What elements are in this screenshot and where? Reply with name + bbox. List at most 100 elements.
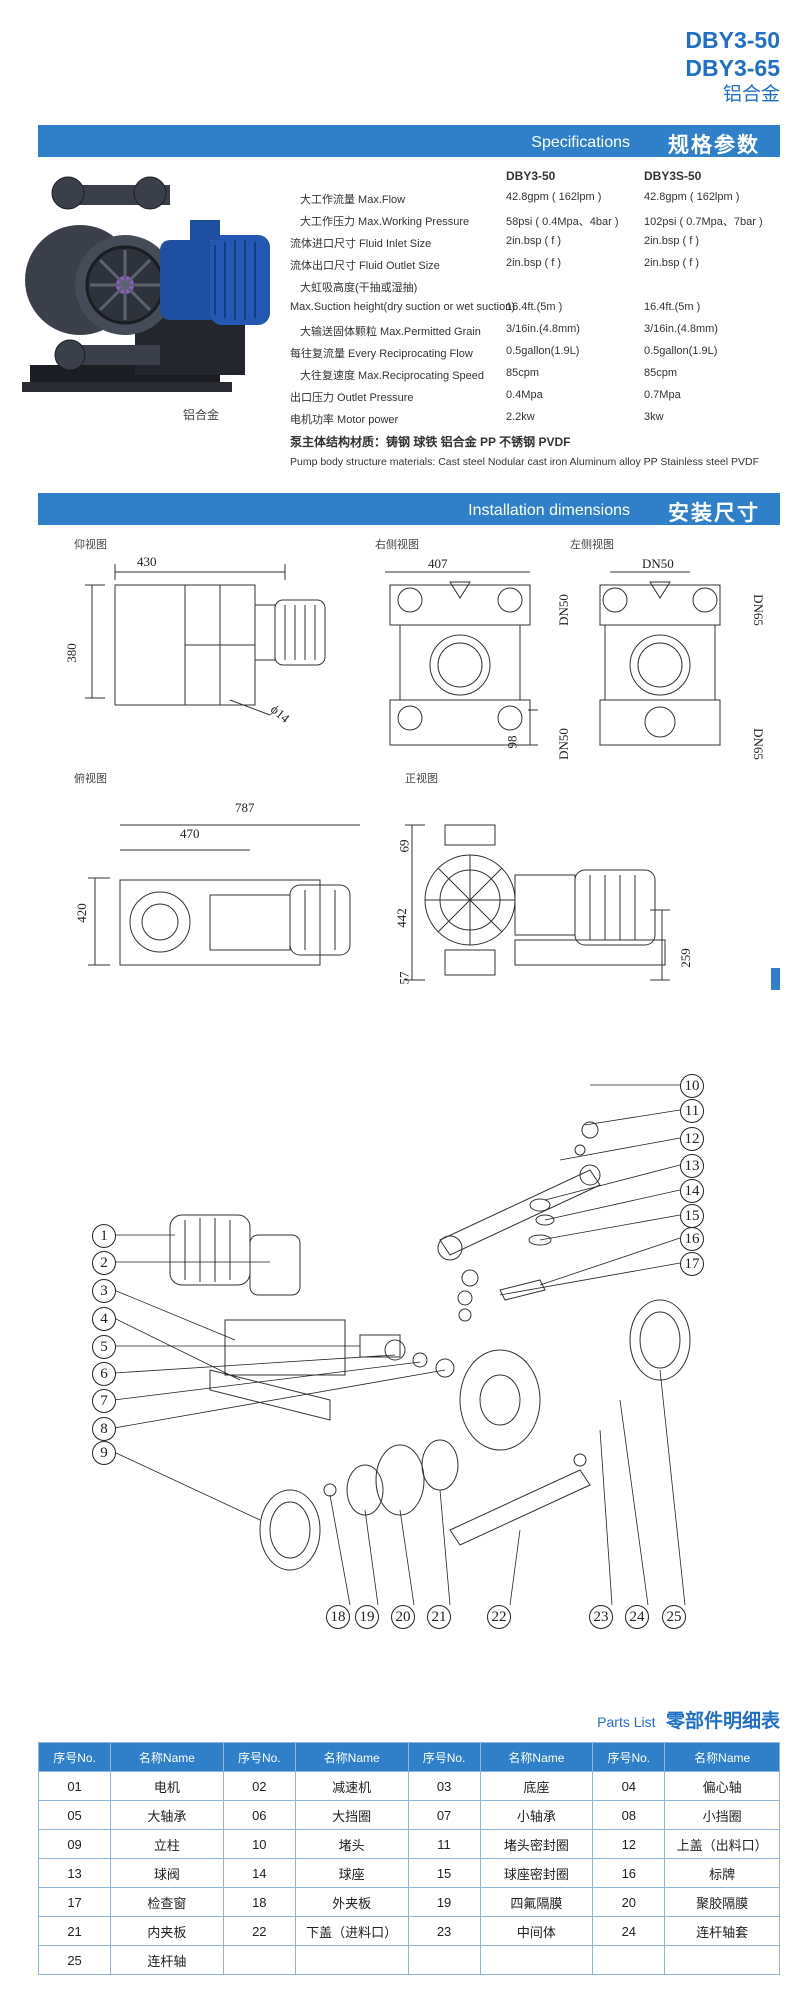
part-no: 10 xyxy=(222,1829,296,1859)
part-no: 16 xyxy=(592,1858,666,1888)
spec-label: 出口压力 Outlet Pressure xyxy=(290,392,414,404)
spec-row: 电机功率 Motor power 2.2kw 3kw xyxy=(290,408,780,428)
part-name xyxy=(294,1945,409,1975)
spec-value-b: 42.8gpm ( 162lpm ) xyxy=(644,191,740,203)
view-label-top: 俯视图 xyxy=(74,773,107,785)
part-no: 01 xyxy=(37,1771,112,1801)
part-no: 03 xyxy=(407,1771,481,1801)
material-label: 铝合金 xyxy=(722,84,780,105)
pump-photo xyxy=(22,176,270,392)
part-name: 立柱 xyxy=(110,1829,224,1859)
part-number-3: 3 xyxy=(92,1279,116,1303)
dim-57: 57 xyxy=(396,971,412,985)
spec-row: 每往复流量 Every Reciprocating Flow 0.5gallon… xyxy=(290,342,780,362)
part-name: 堵头密封圈 xyxy=(479,1829,594,1859)
part-name: 小挡圈 xyxy=(664,1800,780,1830)
part-name: 下盖（进料口） xyxy=(294,1916,409,1946)
dim-470: 470 xyxy=(180,826,200,841)
spec-label: 流体出口尺寸 Fluid Outlet Size xyxy=(290,260,440,272)
part-number-12: 12 xyxy=(680,1127,704,1151)
back-view-drawing xyxy=(85,564,326,716)
part-name: 球座 xyxy=(294,1858,409,1888)
header-name: 名称Name xyxy=(479,1742,594,1772)
spec-row: 大工作压力 Max.Working Pressure 58psi ( 0.4Mp… xyxy=(290,210,780,230)
part-number-16: 16 xyxy=(680,1227,704,1251)
spec-value-a: 0.4Mpa xyxy=(506,389,543,401)
dim-dn50-top: DN50 xyxy=(642,556,674,571)
spec-label: 大工作流量 Max.Flow xyxy=(300,194,406,206)
spec-value-b: 2in.bsp ( f ) xyxy=(644,235,700,247)
part-number-23: 23 xyxy=(589,1605,613,1629)
part-name: 聚胶隔膜 xyxy=(664,1887,780,1917)
header-no: 序号No. xyxy=(37,1742,112,1772)
left-view-drawing xyxy=(599,571,721,746)
spec-value-b: 16.4ft.(5m ) xyxy=(644,301,701,313)
part-no: 19 xyxy=(407,1887,481,1917)
part-number-11: 11 xyxy=(680,1099,704,1123)
parts-table: 序号No. 名称Name 序号No. 名称Name 序号No. 名称Name 序… xyxy=(37,1742,780,1975)
dim-787: 787 xyxy=(235,800,255,815)
part-name: 大轴承 xyxy=(110,1800,224,1830)
part-no: 25 xyxy=(37,1945,112,1975)
parts-list-title-en: Parts List xyxy=(597,1714,656,1730)
part-number-24: 24 xyxy=(625,1605,649,1629)
view-label-right: 右侧视图 xyxy=(375,539,419,551)
spec-value-b: 0.5gallon(1.9L) xyxy=(644,345,718,357)
part-number-20: 20 xyxy=(391,1605,415,1629)
part-no xyxy=(407,1945,481,1975)
part-number-1: 1 xyxy=(92,1224,116,1248)
spec-header-row: DBY3-50 DBY3S-50 xyxy=(290,166,780,186)
dim-98: 98 xyxy=(504,735,520,749)
part-name: 连杆轴 xyxy=(110,1945,224,1975)
part-no xyxy=(592,1945,666,1975)
part-number-19: 19 xyxy=(355,1605,379,1629)
part-name: 电机 xyxy=(110,1771,224,1801)
part-no: 08 xyxy=(592,1800,666,1830)
part-name: 检查窗 xyxy=(110,1887,224,1917)
part-name: 内夹板 xyxy=(110,1916,224,1946)
specifications-title-en: Specifications xyxy=(531,134,630,151)
part-number-22: 22 xyxy=(487,1605,511,1629)
dim-430: 430 xyxy=(137,554,157,569)
part-number-9: 9 xyxy=(92,1441,116,1465)
dim-380: 380 xyxy=(63,643,79,663)
spec-row: 大工作流量 Max.Flow 42.8gpm ( 162lpm ) 42.8gp… xyxy=(290,188,780,208)
part-name: 上盖（出料口） xyxy=(664,1829,780,1859)
part-number-25: 25 xyxy=(662,1605,686,1629)
spec-value-b: 3kw xyxy=(644,411,664,423)
specifications-header: Specifications 规格参数 xyxy=(38,125,780,157)
dim-420: 420 xyxy=(73,903,89,923)
front-view-drawing xyxy=(405,824,670,981)
parts-list-title-zh: 零部件明细表 xyxy=(665,1711,780,1732)
spec-row: 流体进口尺寸 Fluid Inlet Size 2in.bsp ( f ) 2i… xyxy=(290,232,780,252)
specifications-title-zh: 规格参数 xyxy=(668,134,760,157)
part-no: 17 xyxy=(37,1887,112,1917)
part-number-13: 13 xyxy=(680,1154,704,1178)
installation-title-en: Installation dimensions xyxy=(468,502,630,519)
part-name: 连杆轴套 xyxy=(664,1916,780,1946)
spec-value-a: 3/16in.(4.8mm) xyxy=(506,323,580,335)
part-number-8: 8 xyxy=(92,1417,116,1441)
part-number-14: 14 xyxy=(680,1179,704,1203)
part-name: 四氟隔膜 xyxy=(479,1887,594,1917)
spec-label: Max.Suction height(dry suction or wet su… xyxy=(290,301,515,313)
side-marker xyxy=(771,968,780,990)
parts-list-title: Parts List 零部件明细表 xyxy=(597,1706,780,1733)
part-no: 21 xyxy=(37,1916,112,1946)
part-number-10: 10 xyxy=(680,1074,704,1098)
dim-442: 442 xyxy=(393,908,409,928)
spec-row: 流体出口尺寸 Fluid Outlet Size 2in.bsp ( f ) 2… xyxy=(290,254,780,274)
model-name-1: DBY3-50 xyxy=(685,27,780,53)
spec-label: 每往复流量 Every Reciprocating Flow xyxy=(290,348,473,360)
materials-en: Pump body structure materials: Cast stee… xyxy=(290,456,760,468)
spec-label: 大往复速度 Max.Reciprocating Speed xyxy=(300,370,485,382)
right-view-drawing xyxy=(385,571,538,746)
part-no: 12 xyxy=(592,1829,666,1859)
header-no: 序号No. xyxy=(407,1742,481,1772)
part-number-7: 7 xyxy=(92,1389,116,1413)
part-no: 22 xyxy=(222,1916,296,1946)
